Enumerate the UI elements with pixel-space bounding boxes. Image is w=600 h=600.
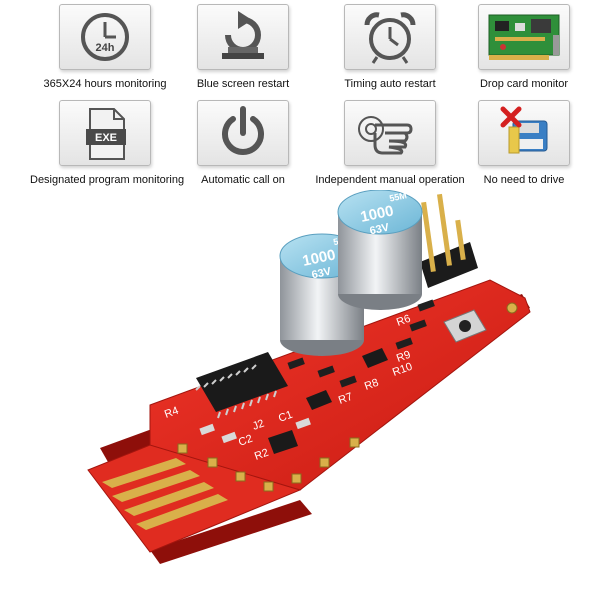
silk-label: J2 — [251, 418, 266, 433]
feature-tile: EXE — [59, 100, 151, 166]
gold-pad — [177, 443, 188, 454]
cap2-value: 1000 — [359, 202, 395, 226]
usb-watchdog-board-photo: R1 R2 R3 R4 R5 R6 R7 R8 R9 R10 C1 C2 J2 … — [87, 190, 531, 564]
cap2-voltage: 63V — [369, 221, 391, 237]
reset-button — [443, 309, 487, 343]
usb-contact — [124, 482, 214, 516]
feature-designated-program: EXE Designated program monitoring — [30, 100, 185, 186]
feature-label: Designated program monitoring — [30, 174, 185, 186]
feature-no-need-to-drive: No need to drive — [449, 100, 599, 186]
smd-resistor — [317, 365, 335, 378]
feature-blue-screen-restart: Blue screen restart — [168, 4, 318, 90]
silk-label: R1 — [259, 337, 276, 353]
silk-label: R4 — [163, 405, 180, 421]
gold-pad — [235, 471, 246, 482]
feature-tile — [344, 4, 436, 70]
power-icon — [222, 106, 264, 155]
feature-label: Drop card monitor — [479, 78, 569, 90]
feature-timing-auto-restart: Timing auto restart — [315, 4, 465, 90]
pcb-group — [87, 279, 531, 564]
smd-resistor — [339, 375, 357, 388]
feature-tile — [344, 100, 436, 166]
transistor — [306, 390, 332, 410]
smd-capacitor — [199, 423, 215, 436]
usb-edge — [150, 500, 312, 564]
feature-automatic-call-on: Automatic call on — [168, 100, 318, 186]
usb-contacts — [102, 458, 228, 530]
clock-24h-icon: 24h — [81, 13, 129, 61]
silk-label: C2 — [237, 433, 254, 449]
gold-pad — [291, 473, 302, 484]
silk-label: R2 — [253, 447, 270, 463]
feature-label: Blue screen restart — [196, 78, 290, 90]
feature-independent-manual: Independent manual operation — [315, 100, 465, 186]
smd-capacitor — [295, 417, 311, 430]
gold-pad — [319, 457, 330, 468]
ic-body — [196, 352, 288, 412]
ic-chip — [195, 352, 288, 419]
pin-header — [420, 193, 478, 288]
cap1-value: 1000 — [301, 246, 337, 270]
feature-drop-card-monitor: Drop card monitor — [449, 4, 599, 90]
smd-resistor — [409, 319, 427, 332]
electrolytic-capacitor-2: 55M 1000 63V — [337, 190, 423, 310]
gold-pads — [177, 302, 518, 492]
smd-resistor — [417, 299, 435, 312]
pointing-hand-icon — [358, 116, 413, 155]
clock-24h-text: 24h — [96, 42, 115, 54]
usb-contact — [102, 458, 186, 488]
silk-label: C1 — [277, 409, 294, 425]
smd-resistors — [199, 299, 435, 444]
feature-tile — [478, 100, 570, 166]
smd-resistor — [287, 357, 305, 370]
gold-pad — [207, 457, 218, 468]
silk-label: R8 — [363, 377, 380, 393]
feature-tile: 24h — [59, 4, 151, 70]
exe-file-icon: EXE — [86, 108, 126, 160]
circuit-card-icon — [488, 14, 560, 60]
usb-contact — [112, 470, 200, 502]
gold-pad — [349, 437, 360, 448]
usb-contact — [136, 494, 228, 530]
restart-arrow-icon — [222, 11, 264, 59]
mount-hole — [506, 302, 518, 314]
feature-24h-monitoring: 24h 365X24 hours monitoring — [30, 4, 180, 90]
transistor — [362, 348, 388, 368]
silk-label: R9 — [395, 349, 412, 365]
smd-resistor — [395, 337, 413, 350]
cap2-series: 55M — [388, 190, 407, 203]
cap1-voltage: 63V — [311, 265, 333, 281]
silk-label: R7 — [337, 391, 354, 407]
feature-label: Automatic call on — [201, 174, 285, 186]
feature-label: 365X24 hours monitoring — [43, 78, 167, 90]
feature-label: Timing auto restart — [344, 78, 436, 90]
exe-label-text: EXE — [95, 132, 117, 144]
silk-label: R6 — [395, 313, 412, 329]
no-driver-disk-icon — [500, 106, 548, 154]
feature-label: No need to drive — [483, 174, 565, 186]
feature-tile — [478, 4, 570, 70]
gold-pad — [263, 481, 274, 492]
transistor — [268, 430, 298, 454]
smd-capacitor — [221, 431, 237, 444]
alarm-clock-icon — [364, 12, 416, 64]
transistors — [268, 348, 388, 454]
feature-label: Independent manual operation — [315, 174, 465, 186]
feature-tile — [197, 100, 289, 166]
feature-tile — [197, 4, 289, 70]
